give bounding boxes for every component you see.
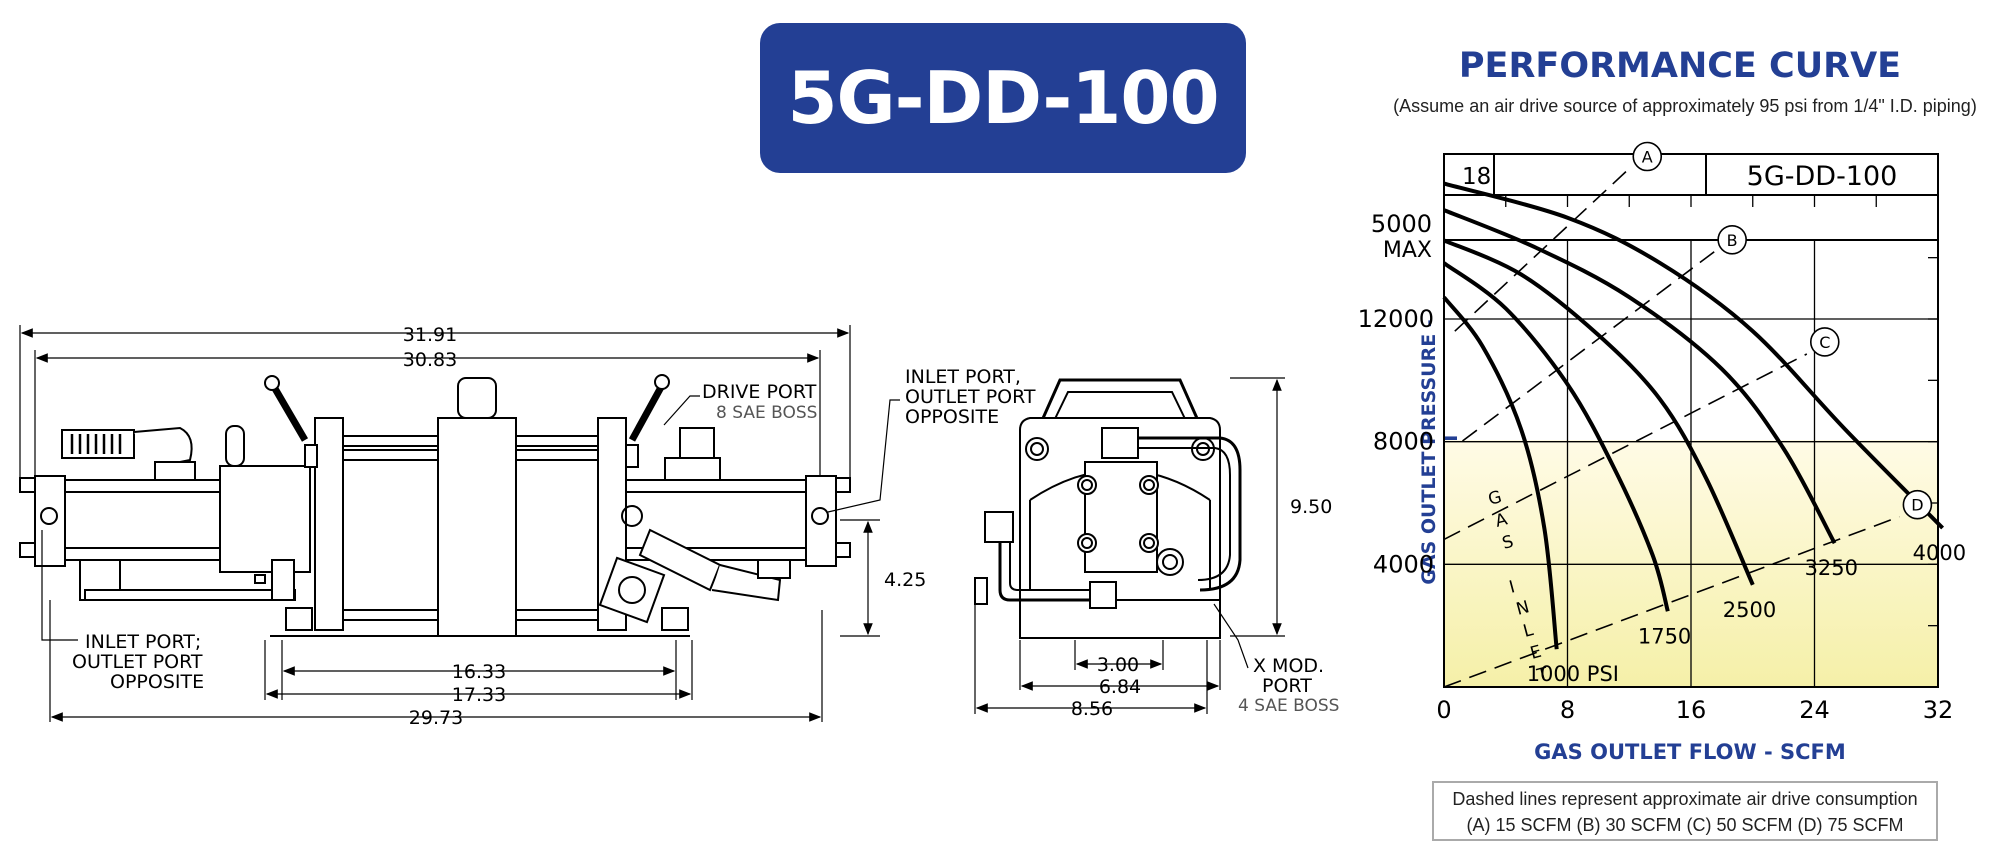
dim-end-height: 9.50 <box>1290 496 1332 518</box>
dim-tie-rod-length: 16.33 <box>452 661 506 683</box>
corner-label: 18 <box>1462 164 1491 190</box>
pressure-curve-label: 1750 <box>1638 624 1691 648</box>
dim-end-mid: 6.84 <box>1099 676 1141 698</box>
air-line-c <box>1443 353 1808 541</box>
chart-x-axis-label: GAS OUTLET FLOW - SCFM <box>1534 740 1846 764</box>
callout-x-mod-spec: 4 SAE BOSS <box>1238 696 1339 716</box>
gas-inlet-letter: A <box>1493 509 1510 531</box>
performance-subtitle: (Assume an air drive source of approxima… <box>1393 96 1977 116</box>
air-line-label-a: A <box>1642 148 1653 167</box>
model-label-box <box>1705 153 1939 196</box>
gas-inlet-letter: N <box>1514 597 1531 620</box>
y-max-label-2: MAX <box>1383 238 1432 263</box>
callout-drive-port-spec: 8 SAE BOSS <box>716 403 817 423</box>
air-line-marker-c <box>1809 327 1840 357</box>
air-line-b <box>1462 251 1715 442</box>
air-line-marker-b <box>1717 224 1747 255</box>
x-tick-label: 0 <box>1436 696 1451 724</box>
x-tick-label: 32 <box>1923 696 1954 724</box>
y-tick-label: 8000 <box>1373 428 1434 456</box>
y-tick-label: 12000 <box>1358 305 1434 333</box>
dim-side-height: 4.25 <box>884 569 926 591</box>
dim-end-outer: 8.56 <box>1071 698 1113 720</box>
pressure-curve <box>1443 208 1837 545</box>
side-view-labels: 31.91 30.83 16.33 17.33 29.73 4.25 DRIVE… <box>72 324 1036 729</box>
gas-inlet-letter: I <box>1507 577 1517 598</box>
air-line-d <box>1443 515 1900 688</box>
dim-base-overall-length: 29.73 <box>409 707 463 729</box>
x-tick-label: 8 <box>1560 696 1575 724</box>
y-max-label-1: 5000 <box>1371 210 1432 238</box>
pressure-curve <box>1443 181 1945 530</box>
x-tick-label: 24 <box>1799 696 1830 724</box>
pressure-curve <box>1442 295 1559 650</box>
callout-inlet-port-line1: INLET PORT; <box>85 631 201 653</box>
end-view <box>974 377 1285 714</box>
callout-inlet-port-line3: OPPOSITE <box>110 671 204 693</box>
performance-title: PERFORMANCE CURVE <box>1458 46 1902 86</box>
end-view-labels: 9.50 3.00 6.84 8.56 X MOD. PORT 4 SAE BO… <box>1071 496 1340 720</box>
note-line-1: Dashed lines represent approximate air d… <box>1452 789 1918 809</box>
callout-inlet-port-line2: OUTLET PORT <box>72 651 203 673</box>
gas-inlet-letter: G <box>1486 487 1504 510</box>
callout-x-mod-line2: PORT <box>1262 675 1312 697</box>
x-tick-label: 16 <box>1676 696 1707 724</box>
model-title-box: 5G-DD-100 <box>760 23 1246 173</box>
corner-label-box <box>1443 153 1495 196</box>
note-line-2: (A) 15 SCFM (B) 30 SCFM (C) 50 SCFM (D) … <box>1466 815 1904 835</box>
pressure-curve <box>1442 261 1670 612</box>
callout-inlet-port-top-line2: OUTLET PORT <box>905 386 1036 408</box>
air-line-label-b: B <box>1727 231 1738 250</box>
dim-end-inner: 3.00 <box>1097 654 1139 676</box>
air-consumption-note: Dashed lines represent approximate air d… <box>1432 781 1938 841</box>
callout-inlet-port-top-line1: INLET PORT, <box>905 366 1021 388</box>
callout-drive-port: DRIVE PORT <box>702 381 817 403</box>
air-line-label-c: C <box>1819 333 1830 352</box>
pressure-curve-label: 3250 <box>1805 556 1858 580</box>
pressure-curve-label: 1000 PSI <box>1527 662 1619 686</box>
air-line-label-d: D <box>1911 496 1923 515</box>
callout-x-mod-line1: X MOD. <box>1253 655 1324 677</box>
pressure-curve-label: 4000 <box>1913 541 1966 565</box>
y-tick-label: 4000 <box>1373 550 1434 578</box>
model-label: 5G-DD-100 <box>1747 161 1898 192</box>
gas-inlet-letter: S <box>1500 532 1516 554</box>
air-line-marker-d <box>1902 489 1933 520</box>
dim-base-mount-length: 17.33 <box>452 684 506 706</box>
model-title: 5G-DD-100 <box>787 56 1219 140</box>
dim-body-length: 30.83 <box>403 349 457 371</box>
gas-inlet-letter: E <box>1528 642 1544 664</box>
air-line-marker-a <box>1632 141 1663 172</box>
callout-inlet-port-top-line3: OPPOSITE <box>905 406 999 428</box>
side-view <box>19 325 900 722</box>
dim-overall-length: 31.91 <box>403 324 457 346</box>
pressure-curve-label: 2500 <box>1723 598 1776 622</box>
technical-drawing: 31.91 30.83 16.33 17.33 29.73 4.25 DRIVE… <box>19 324 1340 729</box>
pressure-curve <box>1443 238 1755 586</box>
